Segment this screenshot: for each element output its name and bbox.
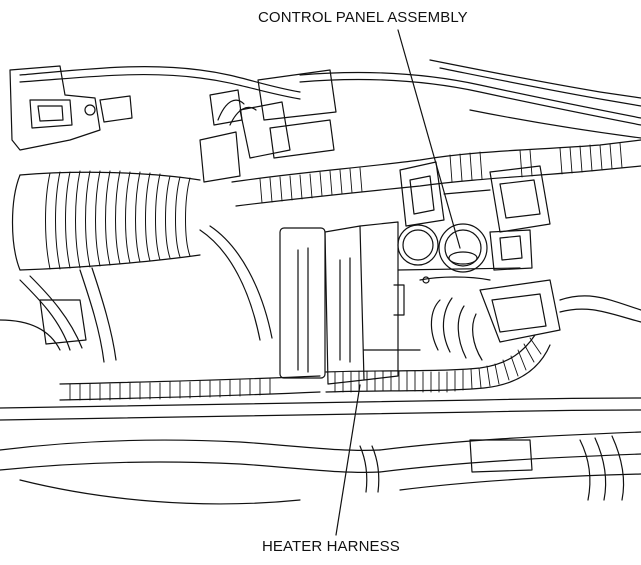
right-connectors	[399, 161, 551, 233]
heater-harness-hose	[325, 334, 551, 393]
leader-line-heater-harness	[335, 384, 361, 536]
left-connector-block	[9, 65, 133, 151]
leader-lines	[335, 29, 461, 536]
left-side-hoses	[0, 225, 273, 363]
lower-right-connector	[430, 279, 641, 361]
control-panel-dials	[279, 221, 533, 385]
callout-heater-harness: HEATER HARNESS	[262, 538, 400, 555]
upper-center-connectors	[199, 69, 337, 183]
lower-panel-lines	[0, 431, 641, 505]
lower-left-loom	[59, 375, 321, 401]
leader-line-control-panel	[397, 29, 461, 249]
upper-corrugated-loom	[231, 139, 641, 207]
upper-wire-bundles	[19, 59, 641, 139]
cowl-panel-bar	[0, 397, 641, 421]
left-ribbed-duct	[11, 170, 201, 271]
callout-control-panel-assembly: CONTROL PANEL ASSEMBLY	[258, 9, 468, 26]
